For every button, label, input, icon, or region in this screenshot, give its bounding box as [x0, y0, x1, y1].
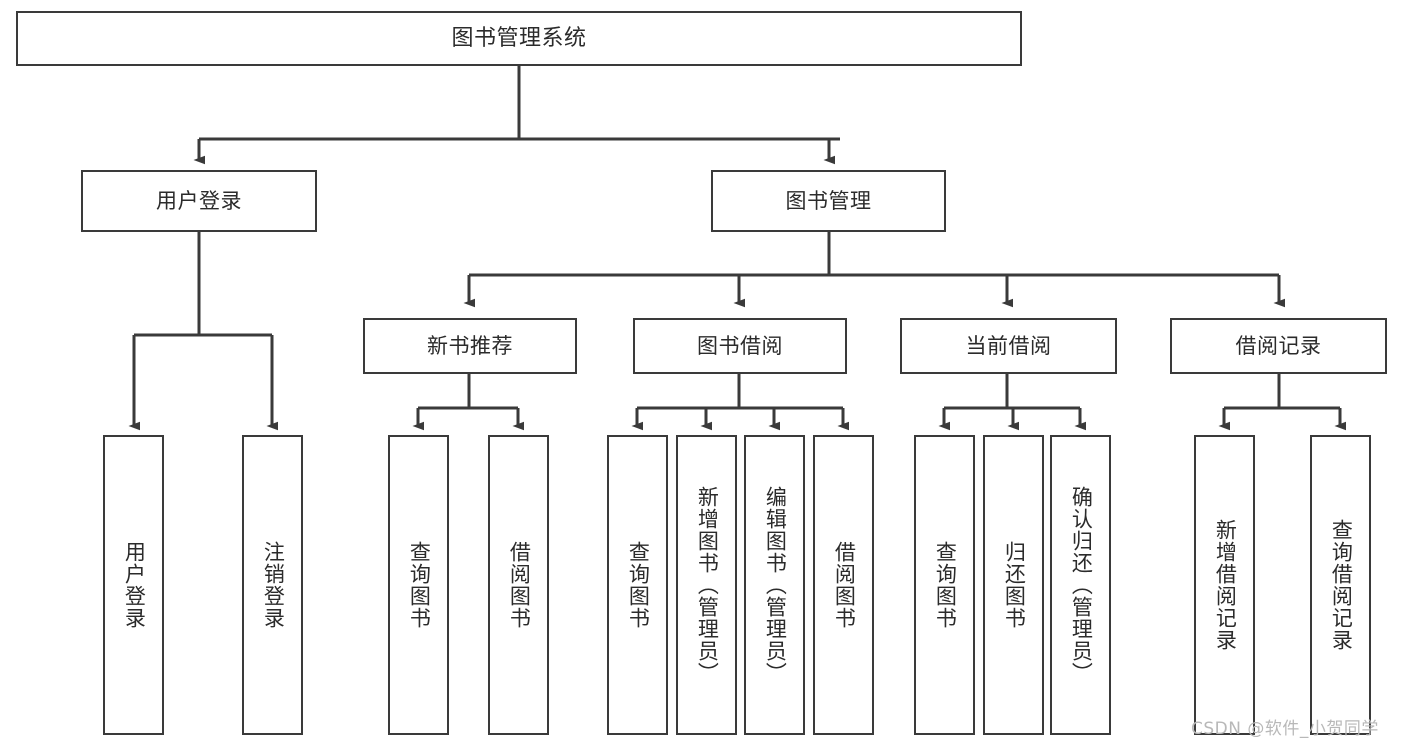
node-user-login[interactable]: 用户登录 [81, 170, 317, 232]
node-label: 归还图书 [1002, 541, 1027, 629]
node-root-system[interactable]: 图书管理系统 [16, 11, 1022, 66]
leaf-query-books-current[interactable]: 查询图书 [914, 435, 975, 735]
node-label: 借阅图书 [507, 541, 532, 629]
node-label: 新增借阅记录 [1213, 519, 1238, 651]
leaf-user-login[interactable]: 用户登录 [103, 435, 164, 735]
leaf-confirm-return-admin[interactable]: 确认归还（管理员） [1050, 435, 1111, 735]
leaf-return-books[interactable]: 归还图书 [983, 435, 1044, 735]
node-label: 新增图书（管理员） [695, 486, 720, 684]
node-label: 确认归还（管理员） [1069, 486, 1094, 684]
node-label: 图书管理 [785, 188, 872, 213]
leaf-edit-book-admin[interactable]: 编辑图书（管理员） [744, 435, 805, 735]
node-book-borrowing[interactable]: 图书借阅 [633, 318, 847, 374]
csdn-watermark: CSDN @软件_小贺同学 [1191, 719, 1379, 739]
node-label: 借阅记录 [1235, 333, 1322, 358]
node-label: 新书推荐 [427, 333, 513, 358]
leaf-borrow-books-recommend[interactable]: 借阅图书 [488, 435, 549, 735]
node-label: 查询图书 [933, 541, 958, 629]
node-label: 查询图书 [626, 541, 651, 629]
node-label: 借阅图书 [832, 541, 857, 629]
leaf-logout[interactable]: 注销登录 [242, 435, 303, 735]
leaf-query-books-borrow[interactable]: 查询图书 [607, 435, 668, 735]
node-book-management[interactable]: 图书管理 [711, 170, 946, 232]
node-label: 查询图书 [407, 541, 432, 629]
node-new-book-recommendation[interactable]: 新书推荐 [363, 318, 577, 374]
node-borrow-records[interactable]: 借阅记录 [1170, 318, 1387, 374]
node-label: 查询借阅记录 [1329, 519, 1354, 651]
leaf-add-book-admin[interactable]: 新增图书（管理员） [676, 435, 737, 735]
leaf-query-borrow-record[interactable]: 查询借阅记录 [1310, 435, 1371, 735]
leaf-borrow-books[interactable]: 借阅图书 [813, 435, 874, 735]
node-label: 当前借阅 [965, 333, 1052, 358]
leaf-add-borrow-record[interactable]: 新增借阅记录 [1194, 435, 1255, 735]
node-label: 编辑图书（管理员） [763, 486, 788, 684]
leaf-query-books-recommend[interactable]: 查询图书 [388, 435, 449, 735]
node-current-borrowing[interactable]: 当前借阅 [900, 318, 1117, 374]
node-label: 图书管理系统 [451, 25, 587, 51]
node-label: 用户登录 [122, 541, 147, 629]
node-label: 图书借阅 [697, 333, 783, 358]
node-label: 注销登录 [261, 541, 286, 629]
node-label: 用户登录 [156, 188, 242, 213]
